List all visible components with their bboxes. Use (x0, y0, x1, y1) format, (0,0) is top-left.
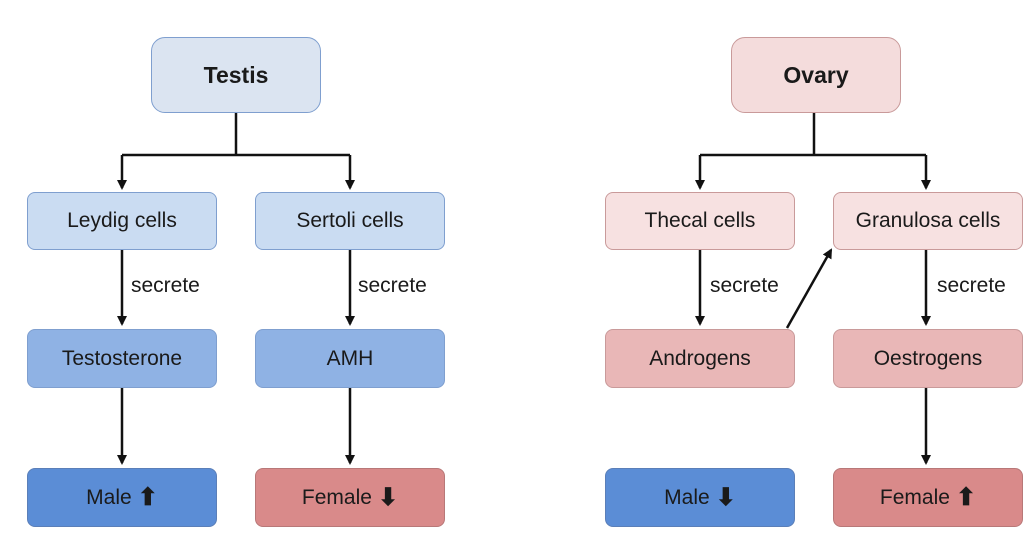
up-arrow-icon: ⬆ (137, 483, 158, 511)
leydig-cells-label: Leydig cells (67, 209, 177, 232)
ovary-female-box: Female ⬆ (833, 468, 1023, 527)
thecal-cells-label: Thecal cells (644, 209, 756, 232)
ovary-male-box: Male ⬇ (605, 468, 795, 527)
arrow-androgens-to-granulosa (785, 248, 833, 329)
sertoli-cells-label: Sertoli cells (296, 209, 404, 232)
down-arrow-icon: ⬇ (377, 483, 399, 511)
testosterone-label: Testosterone (61, 346, 183, 370)
testis-male-label: Male (86, 485, 132, 509)
testis-root-label: Testis (203, 61, 269, 88)
testosterone-box: Testosterone (27, 329, 217, 388)
ovary-female-label: Female (879, 485, 950, 509)
granulosa-cells-box: Granulosa cells (833, 192, 1023, 250)
amh-box: AMH (255, 329, 445, 388)
testis-female-label: Female (301, 485, 372, 509)
ovary-male-label: Male (664, 485, 710, 509)
androgens-label: Androgens (649, 346, 751, 370)
leydig-cells-box: Leydig cells (27, 192, 217, 250)
testis-secrete-right-label: secrete (358, 274, 427, 297)
oestrogens-label: Oestrogens (873, 346, 983, 370)
testis-female-box: Female ⬇ (255, 468, 445, 527)
testis-secrete-left-label: secrete (131, 274, 200, 297)
testis-male-box: Male ⬆ (27, 468, 217, 527)
ovary-secrete-left-label: secrete (710, 274, 779, 297)
androgens-box: Androgens (605, 329, 795, 388)
thecal-cells-box: Thecal cells (605, 192, 795, 250)
amh-label: AMH (326, 346, 374, 370)
ovary-root-box: Ovary (731, 37, 901, 113)
oestrogens-box: Oestrogens (833, 329, 1023, 388)
ovary-secrete-right-label: secrete (937, 274, 1006, 297)
up-arrow-icon: ⬆ (955, 483, 977, 511)
granulosa-cells-label: Granulosa cells (855, 209, 1001, 232)
sertoli-cells-box: Sertoli cells (255, 192, 445, 250)
down-arrow-icon: ⬇ (715, 483, 736, 511)
ovary-root-label: Ovary (783, 61, 849, 88)
testis-root-box: Testis (151, 37, 321, 113)
